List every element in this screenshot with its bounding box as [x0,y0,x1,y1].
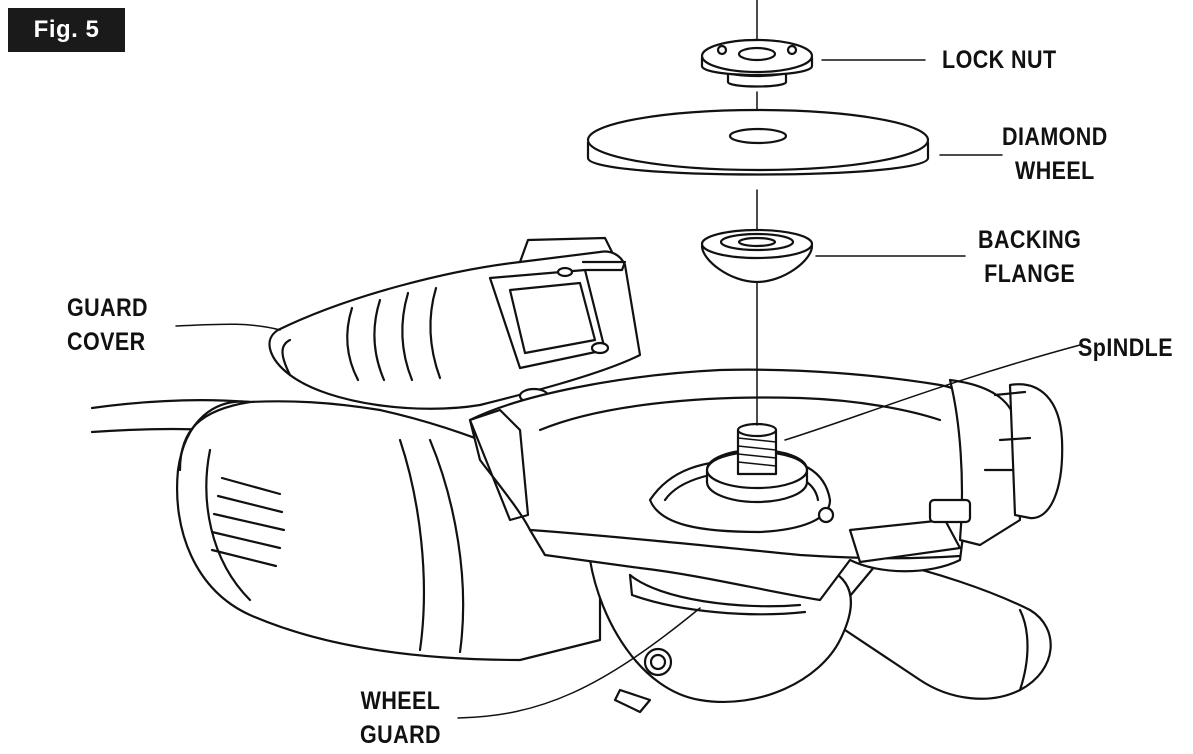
motor-vents [210,476,286,568]
wheel-guard-label: WHEEL GUARD [360,687,441,749]
backing-flange-label: BACKING FLANGE [978,226,1082,288]
figure-badge: Fig. 5 [8,8,125,52]
side-handle [828,558,1052,700]
leader-lines [175,59,1081,719]
guard-cover-shape [268,236,642,410]
lock-nut-shape [700,38,814,88]
backing-flange-shape [700,228,814,284]
diamond-wheel-label: DIAMOND WHEEL [1002,123,1108,185]
guard-cover-ribs [346,286,442,382]
spindle-label: SpINDLE [1078,334,1173,362]
lock-nut-label: LOCK NUT [942,46,1057,74]
spindle-threads [737,437,777,467]
depth-adjuster [928,378,1064,547]
guard-cover-label: GUARD COVER [67,294,148,356]
diamond-wheel-shape [586,108,930,176]
spindle-shape [705,422,809,504]
